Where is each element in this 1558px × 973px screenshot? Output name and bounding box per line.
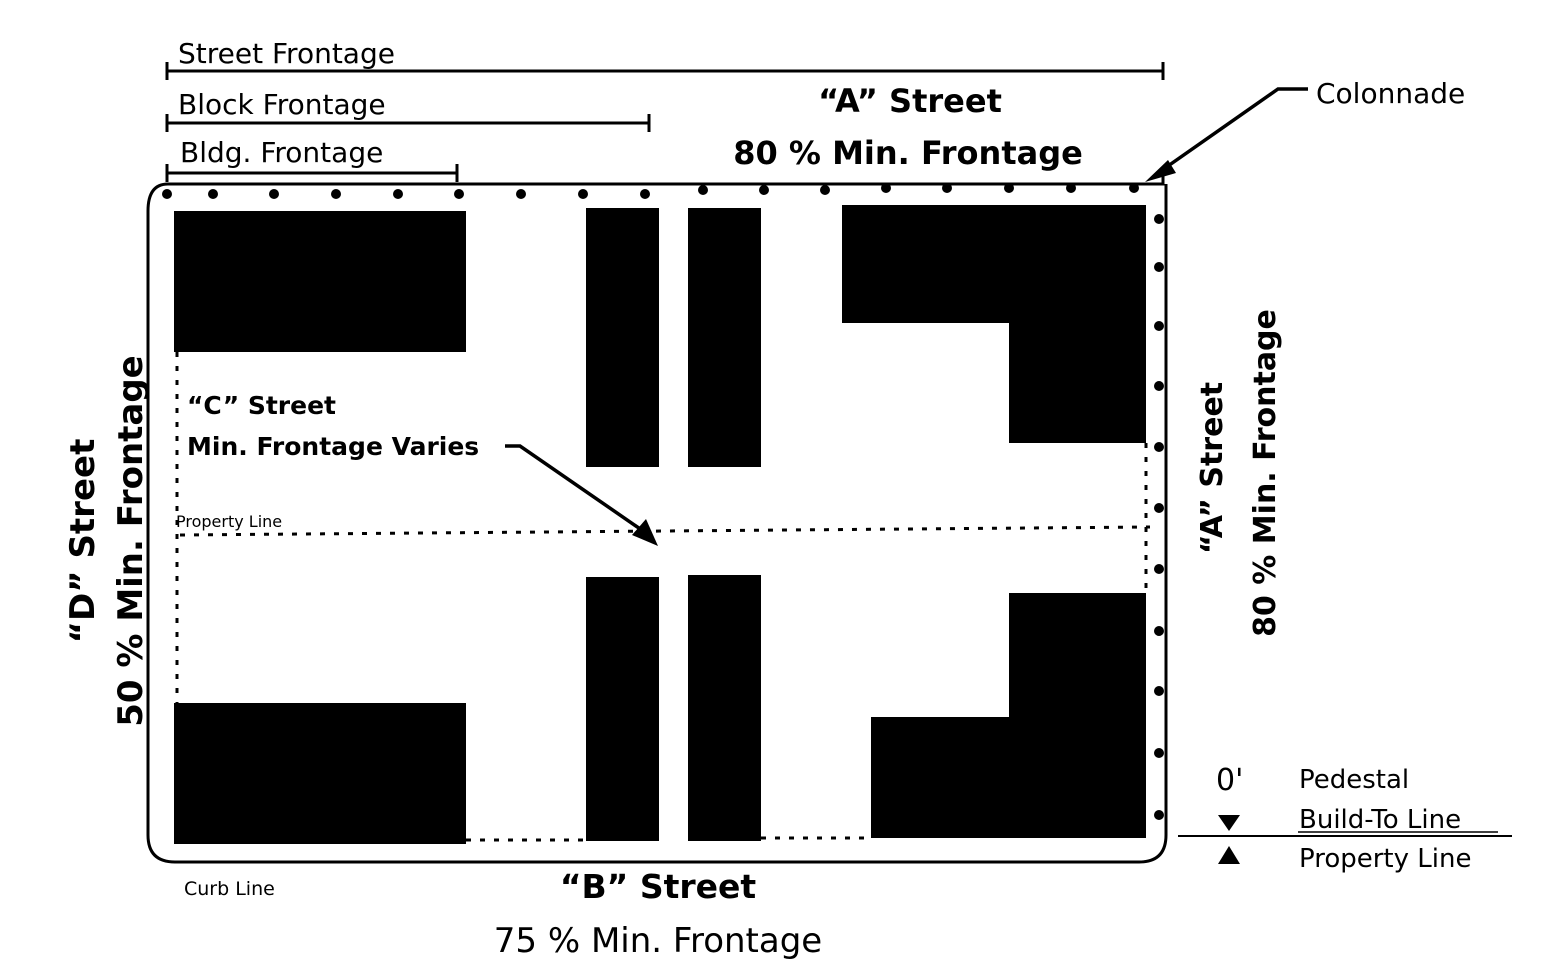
down-arrow-icon xyxy=(1218,815,1240,831)
legend-property-label: Property Line xyxy=(1299,844,1471,874)
building-bottom-mid-right xyxy=(688,575,761,841)
dimension-lines xyxy=(165,62,1165,182)
b-street-label: “B” Street xyxy=(560,867,757,906)
building-top-mid-right xyxy=(688,208,761,467)
up-arrow-icon xyxy=(1218,846,1240,864)
bldg-frontage-label: Bldg. Frontage xyxy=(180,136,383,169)
d-street-min-label: 50 % Min. Frontage xyxy=(111,355,151,726)
building-bottom-left xyxy=(174,703,466,844)
curb-line-label: Curb Line xyxy=(184,878,275,900)
a-street-right-min-label: 80 % Min. Frontage xyxy=(1248,309,1283,637)
a-street-right-label: “A” Street xyxy=(1195,382,1230,554)
colonnade-dots-right xyxy=(1154,214,1164,820)
c-street-arrow xyxy=(505,444,658,546)
street-frontage-label: Street Frontage xyxy=(178,37,395,70)
block-frontage-label: Block Frontage xyxy=(178,88,386,121)
colonnade-dots-top xyxy=(162,183,1139,199)
buildings xyxy=(174,205,1146,844)
building-bottom-mid-left xyxy=(586,577,659,841)
colonnade-arrow xyxy=(1145,87,1308,182)
c-street-label: “C” Street xyxy=(187,391,336,420)
legend-pedestal-label: Pedestal xyxy=(1299,765,1409,795)
colonnade-label: Colonnade xyxy=(1316,77,1465,110)
building-top-right-l xyxy=(842,205,1146,443)
building-top-left xyxy=(174,211,466,352)
building-bottom-right-l xyxy=(871,593,1146,838)
legend-graphics xyxy=(1178,815,1512,864)
b-street-min-label: 75 % Min. Frontage xyxy=(494,921,822,961)
property-line-inner-label: Property Line xyxy=(176,512,282,531)
c-street-min-label: Min. Frontage Varies xyxy=(187,432,479,461)
d-street-label: “D” Street xyxy=(63,439,103,644)
legend-zero-label: 0' xyxy=(1216,763,1243,798)
property-line-inner xyxy=(179,525,1151,537)
building-top-mid-left xyxy=(586,208,659,467)
dotted-lines xyxy=(175,352,1151,842)
a-street-top-label: “A” Street xyxy=(818,82,1002,120)
legend-build-to-label: Build-To Line xyxy=(1299,805,1461,835)
a-street-top-min-label: 80 % Min. Frontage xyxy=(733,134,1083,172)
